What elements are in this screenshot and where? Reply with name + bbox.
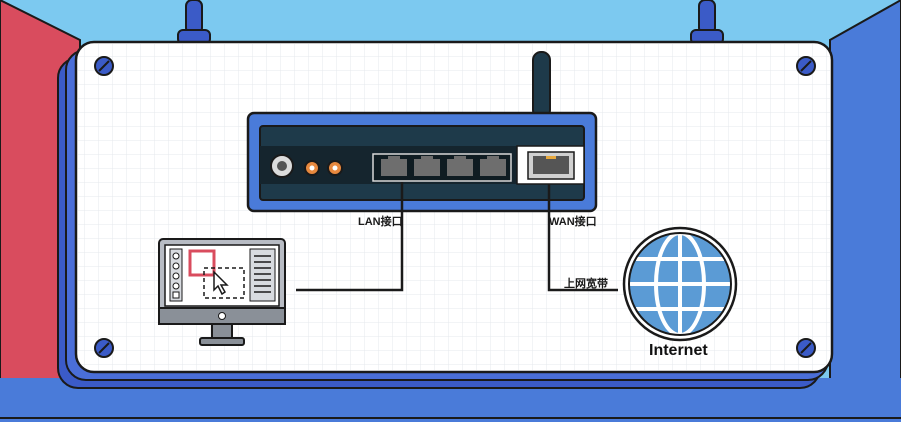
wan-cable [547, 184, 618, 292]
power-jack-icon [270, 154, 294, 178]
lan-port-icon [414, 156, 440, 176]
lan-port-icon [447, 156, 473, 176]
screw-icon [94, 338, 114, 358]
hanger-icon [177, 0, 211, 45]
lan-port-label: LAN接口 [358, 216, 403, 228]
monitor-icon [158, 238, 286, 346]
screw-icon [94, 56, 114, 76]
screw-icon [796, 56, 816, 76]
right-wall [829, 0, 901, 424]
hanger-icon [690, 0, 724, 45]
lan-port-icon [480, 156, 506, 176]
router [246, 111, 598, 213]
internet-label: Internet [649, 342, 708, 359]
screw-icon [796, 338, 816, 358]
wan-port-icon [527, 151, 575, 180]
lan-cable [296, 182, 404, 292]
cursor-icon [213, 270, 229, 296]
antenna-icon [532, 51, 551, 119]
globe-icon [622, 226, 738, 342]
broadband-label: 上网宽带 [564, 278, 608, 290]
wan-port-label: WAN接口 [549, 216, 597, 228]
lan-port-icon [381, 156, 407, 176]
